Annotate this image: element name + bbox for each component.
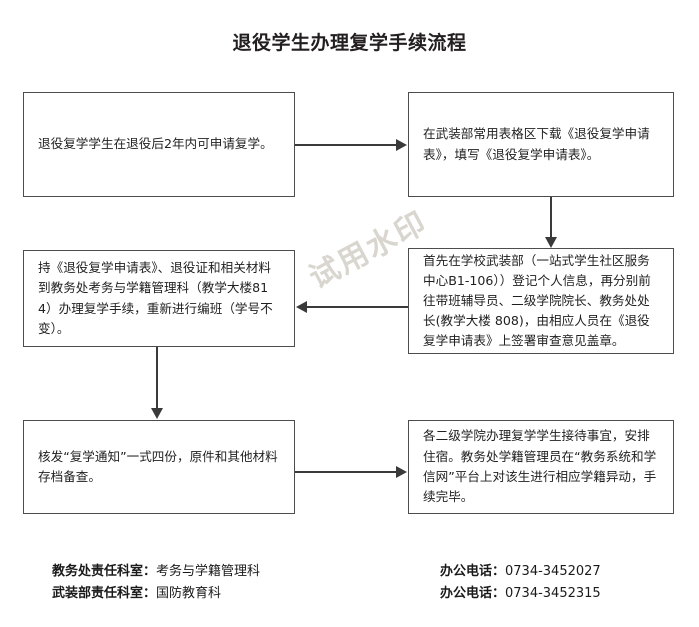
flow-node-text: 持《退役复学申请表》、退役证和相关材料到教务处考务与学籍管理科（教学大楼814）… — [38, 259, 273, 336]
arrow-node4-to-node5-head — [151, 408, 163, 419]
arrow-node3-to-node4-head — [296, 301, 307, 313]
flow-node-step-register-and-sign: 首先在学校武装部（一站式学生社区服务中心B1-106））登记个人信息，再分别前往… — [408, 248, 674, 354]
footer-value: 0734-3452315 — [505, 586, 601, 601]
footer-office-phones: 办公电话：0734-3452027 办公电话：0734-3452315 — [440, 561, 601, 605]
footer-label: 办公电话： — [440, 564, 506, 579]
flow-node-step-issue-notice: 核发“复学通知”一式四份，原件和其他材料存档备查。 — [23, 420, 295, 514]
footer-row-phone-academic-affairs: 办公电话：0734-3452027 — [440, 561, 601, 583]
arrow-node1-to-node2-head — [396, 139, 407, 151]
arrow-node1-to-node2-line — [295, 144, 398, 146]
arrow-node5-to-node6-head — [396, 466, 407, 478]
footer-label: 武装部责任科室： — [52, 586, 157, 601]
flow-node-step-download-form: 在武装部常用表格区下载《退役复学申请表》，填写《退役复学申请表》。 — [408, 92, 674, 197]
footer-value: 国防教育科 — [156, 586, 222, 601]
footer-value: 0734-3452027 — [505, 564, 601, 579]
arrow-node5-to-node6-line — [295, 471, 398, 473]
footer: 教务处责任科室：考务与学籍管理科 武装部责任科室：国防教育科 办公电话：0734… — [0, 561, 699, 621]
footer-label: 办公电话： — [440, 586, 506, 601]
page-title: 退役学生办理复学手续流程 — [232, 32, 467, 54]
flow-node-step-submit-to-academic-affairs: 持《退役复学申请表》、退役证和相关材料到教务处考务与学籍管理科（教学大楼814）… — [23, 250, 295, 347]
flow-node-step-apply-window: 退役复学学生在退役后2年内可申请复学。 — [23, 92, 295, 197]
footer-row-academic-affairs-office: 教务处责任科室：考务与学籍管理科 — [52, 561, 260, 583]
footer-label: 教务处责任科室： — [52, 564, 157, 579]
flow-node-step-college-reception: 各二级学院办理复学学生接待事宜，安排住宿。教务处学籍管理员在“教务系统和学信网”… — [408, 420, 674, 514]
flow-node-text: 在武装部常用表格区下载《退役复学申请表》，填写《退役复学申请表》。 — [423, 126, 650, 162]
footer-row-phone-armed-forces: 办公电话：0734-3452315 — [440, 583, 601, 605]
footer-responsible-offices: 教务处责任科室：考务与学籍管理科 武装部责任科室：国防教育科 — [52, 561, 260, 605]
arrow-node4-to-node5-line — [156, 347, 158, 410]
arrow-node2-to-node3-line — [550, 197, 552, 240]
footer-row-armed-forces-department: 武装部责任科室：国防教育科 — [52, 583, 260, 605]
arrow-node2-to-node3-head — [545, 237, 557, 248]
footer-value: 考务与学籍管理科 — [156, 564, 261, 579]
arrow-node3-to-node4-line — [305, 306, 408, 308]
flow-node-text: 退役复学学生在退役后2年内可申请复学。 — [38, 136, 273, 152]
flow-node-text: 各二级学院办理复学学生接待事宜，安排住宿。教务处学籍管理员在“教务系统和学信网”… — [423, 428, 657, 505]
flow-node-text: 首先在学校武装部（一站式学生社区服务中心B1-106））登记个人信息，再分别前往… — [423, 253, 651, 348]
flow-node-text: 核发“复学通知”一式四份，原件和其他材料存档备查。 — [38, 448, 278, 484]
